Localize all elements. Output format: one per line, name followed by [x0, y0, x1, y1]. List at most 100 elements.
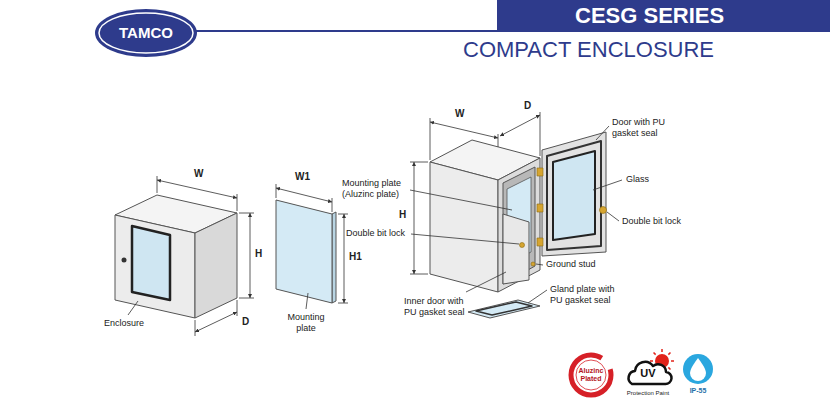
dimension-line — [276, 188, 332, 202]
part-label: Gland plate with PU gasket seal — [550, 284, 616, 306]
label-slot: Enclosure — [104, 318, 144, 329]
part-label: Mounting plate (Aluzinc plate) — [342, 178, 410, 200]
extension-line — [276, 184, 277, 198]
dimension-line — [500, 115, 540, 136]
inner-lock — [520, 243, 525, 248]
sun-ray — [671, 360, 674, 362]
logo-ellipse — [95, 9, 197, 57]
label-slot: H — [255, 248, 262, 260]
band-fill — [497, 0, 830, 32]
left-dimensions — [128, 176, 348, 336]
label-slot: W — [455, 108, 464, 120]
label-slot: Mounting plate — [282, 312, 330, 334]
gland-gasket — [476, 302, 532, 315]
label-slot: W — [194, 168, 203, 180]
label-slot: H1 — [349, 251, 362, 263]
outer-door — [542, 132, 606, 256]
extension-line — [332, 198, 333, 212]
hinge — [537, 238, 543, 246]
label-slot: Double bit lock — [346, 228, 405, 239]
label-slot: Ground stud — [546, 259, 596, 270]
dimension-line — [344, 214, 345, 303]
extension-line — [239, 213, 254, 214]
dimension-letter: D — [524, 100, 531, 112]
label-slot: Inner door with PU gasket seal — [404, 296, 470, 318]
drop-disc — [683, 354, 713, 384]
aluzinc-badge: Aluzinc Plated — [568, 352, 614, 398]
dimension-letter: W — [194, 168, 203, 180]
node-text: UV — [640, 367, 655, 379]
node-text: Protection Paint — [627, 390, 669, 397]
small-enclosure — [115, 195, 237, 318]
leader-line — [128, 301, 138, 315]
dimension-letter: H1 — [349, 251, 362, 263]
header-rule — [196, 30, 497, 32]
dimension-line — [195, 312, 237, 332]
leader-line — [536, 264, 543, 265]
sun-ray — [650, 360, 653, 362]
extension-line — [237, 300, 238, 316]
leader-line — [466, 272, 506, 292]
logo-oval: TAMCO — [94, 8, 198, 58]
right-dimensions — [410, 112, 622, 303]
dimension-line — [414, 162, 415, 274]
part-label: Inner door with PU gasket seal — [404, 296, 470, 318]
leader-line — [306, 293, 308, 309]
label-slot: Glass — [626, 174, 649, 185]
dimension-line — [157, 180, 237, 198]
node-text: IP-55 — [690, 387, 707, 395]
plate-face — [276, 200, 332, 303]
hinge — [537, 168, 543, 176]
dimension-line — [430, 122, 498, 138]
leader-line — [528, 290, 547, 303]
leader-line — [607, 212, 619, 221]
extension-line — [195, 320, 196, 336]
extension-line — [410, 162, 428, 163]
door-glass — [553, 151, 595, 240]
part-label: Ground stud — [546, 259, 596, 270]
label-slot: Mounting plate (Aluzinc plate) — [342, 178, 410, 200]
leader-line — [411, 234, 519, 244]
enclosure-side — [195, 213, 237, 318]
dimension-letter: W1 — [295, 171, 310, 183]
extension-line — [410, 274, 428, 275]
gland-plate — [468, 300, 540, 318]
label-slot: D — [524, 100, 531, 112]
enclosure-front — [115, 215, 195, 318]
sun-ray — [668, 353, 670, 355]
dimension-letter: W — [455, 108, 464, 120]
node-text: Aluzinc Plated — [576, 367, 606, 382]
dimension-letter: D — [242, 316, 249, 328]
extension-line — [239, 298, 254, 299]
uv-badge: UV Protection Paint — [622, 350, 674, 402]
extension-line — [338, 214, 348, 215]
label-slot: D — [242, 316, 249, 328]
ip-badge: IP-55 — [680, 352, 716, 402]
node-outline — [680, 352, 716, 402]
label-slot: Door with PU gasket seal — [612, 117, 674, 139]
plate-edge — [332, 212, 336, 303]
leader-line — [596, 126, 609, 140]
label-slot: Gland plate with PU gasket seal — [550, 284, 616, 306]
outer-lock — [600, 207, 607, 214]
ground-stud — [531, 262, 535, 266]
leader-line — [410, 190, 512, 210]
badge-swirl — [571, 355, 611, 395]
label-slot: H — [399, 209, 406, 221]
page-title: COMPACT ENCLOSURE — [463, 37, 714, 63]
dimension-letter: H — [255, 248, 262, 260]
part-label: Glass — [626, 174, 649, 185]
part-label: Double bit lock — [622, 216, 681, 227]
label-slot: Double bit lock — [622, 216, 681, 227]
inner-door — [503, 214, 529, 284]
water-drop — [690, 358, 706, 381]
extension-line — [338, 303, 348, 304]
enclosure-lock — [122, 258, 127, 263]
hinge — [537, 204, 543, 212]
part-label: Double bit lock — [346, 228, 405, 239]
extension-line — [157, 176, 158, 193]
dimension-line — [250, 213, 251, 298]
extension-line — [498, 134, 499, 147]
